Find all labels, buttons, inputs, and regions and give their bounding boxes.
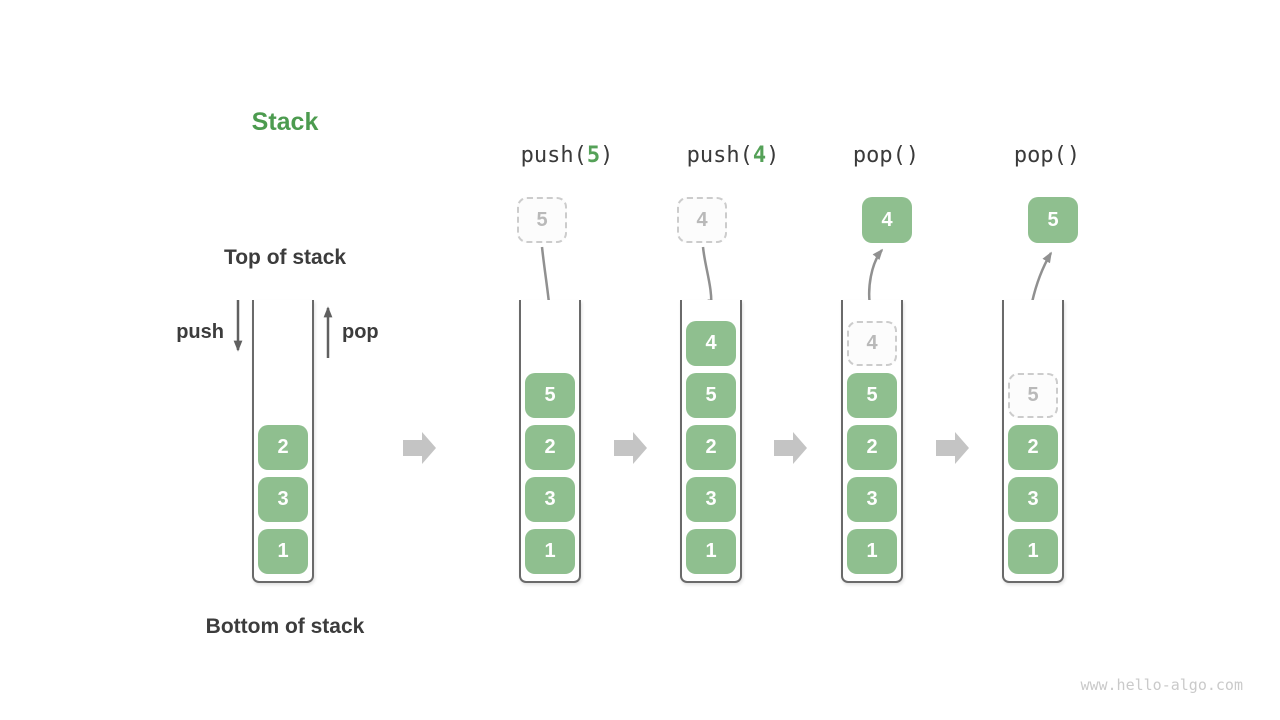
stack-item: 1	[686, 529, 736, 574]
stack-item: 1	[847, 529, 897, 574]
push-label: push	[176, 321, 224, 343]
watermark: www.hello-algo.com	[1080, 676, 1243, 694]
op-pre: pop()	[1013, 143, 1081, 168]
op-post: )	[766, 143, 780, 168]
stack-item: 5	[525, 373, 575, 418]
floating-item: 4	[677, 197, 727, 243]
stack-item: 1	[258, 529, 308, 574]
bottom-of-stack-label: Bottom of stack	[205, 615, 365, 638]
op-pre: push(	[686, 143, 753, 168]
stack-item: 3	[686, 477, 736, 522]
floating-item: 5	[517, 197, 567, 243]
stack-item: 3	[258, 477, 308, 522]
diagram-title: Stack	[251, 108, 319, 136]
operation-label-push4: push(4)	[687, 143, 780, 168]
transition-arrow	[936, 432, 969, 464]
transition-arrow	[403, 432, 436, 464]
transition-arrow	[774, 432, 807, 464]
op-pre: push(	[520, 143, 587, 168]
pop-label: pop	[342, 321, 379, 343]
stack-item: 3	[1008, 477, 1058, 522]
operation-label-pop4: pop()	[853, 143, 919, 168]
operation-label-push5: push(5)	[521, 143, 614, 168]
top-of-stack-label: Top of stack	[223, 246, 347, 269]
floating-item: 4	[862, 197, 912, 243]
op-post: )	[600, 143, 614, 168]
floating-item: 5	[1028, 197, 1078, 243]
stack-item: 2	[258, 425, 308, 470]
stack-item: 4	[686, 321, 736, 366]
stack-item: 1	[525, 529, 575, 574]
stack-item: 3	[525, 477, 575, 522]
stack-item: 1	[1008, 529, 1058, 574]
stack-item: 5	[1008, 373, 1058, 418]
stack-item: 4	[847, 321, 897, 366]
stack-item: 2	[847, 425, 897, 470]
op-arg: 4	[752, 143, 767, 168]
stack-item: 5	[847, 373, 897, 418]
transition-arrow	[614, 432, 647, 464]
operation-label-pop5: pop()	[1014, 143, 1080, 168]
stack-item: 2	[686, 425, 736, 470]
op-pre: pop()	[852, 143, 920, 168]
stack-item: 2	[525, 425, 575, 470]
op-arg: 5	[586, 143, 601, 168]
stack-item: 2	[1008, 425, 1058, 470]
stack-item: 3	[847, 477, 897, 522]
stack-item: 5	[686, 373, 736, 418]
